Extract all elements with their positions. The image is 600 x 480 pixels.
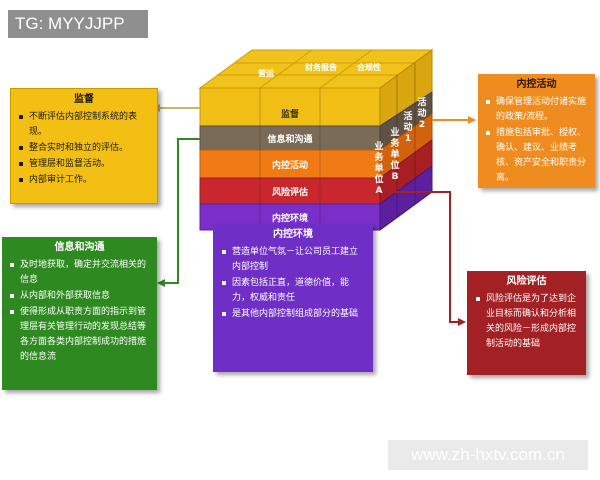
layer-info-communication: 信息和沟通 bbox=[267, 135, 313, 145]
top-label-operations: 营运 bbox=[258, 69, 274, 78]
info-item: 从内部和外部获取信息 bbox=[8, 289, 151, 304]
source-tag: TG: MYYJJPP bbox=[8, 10, 148, 38]
side-label-business-unit-a: 业务单位A bbox=[374, 142, 384, 196]
environment-item: 是其他内部控制组成部分的基础 bbox=[220, 307, 366, 322]
environment-title: 内控环境 bbox=[273, 229, 313, 240]
side-label-activity-2: 活动2 bbox=[417, 98, 427, 130]
supervision-title: 监督 bbox=[74, 94, 94, 105]
control-environment-callout: 内控环境 营造单位气氛－让公司员工建立内部控制 因素包括正直，道德价值，能力，权… bbox=[213, 224, 373, 372]
supervision-item: 管理层和监督活动。 bbox=[17, 157, 151, 172]
activity-item: 确保管理活动付诸实施的政策/流程。 bbox=[484, 95, 589, 125]
info-title: 信息和沟通 bbox=[54, 242, 105, 253]
risk-title: 风险评估 bbox=[506, 276, 547, 287]
layer-control-environment: 内控环境 bbox=[271, 214, 308, 224]
info-item: 使得形成从职责方面的指示到管理层有关管理行动的发现总结等各方面各类内部控制成功的… bbox=[8, 305, 151, 365]
activity-title: 内控活动 bbox=[516, 79, 557, 90]
supervision-item: 不断评估内部控制系统的表现。 bbox=[17, 110, 151, 140]
activity-item: 措施包括审批、授权、确认、建议、业绩考核、资产安全和职责分离。 bbox=[484, 126, 589, 186]
watermark: www.zh-hxtv.com.cn bbox=[388, 440, 588, 470]
layer-supervision: 监督 bbox=[280, 110, 299, 120]
control-activities-callout: 内控活动 确保管理活动付诸实施的政策/流程。 措施包括审批、授权、确认、建议、业… bbox=[478, 74, 595, 188]
risk-assessment-callout: 风险评估 风险评估是为了达到企业目标而确认和分析相关的风险－形成内部控制活动的基… bbox=[467, 271, 586, 375]
supervision-callout: 监督 不断评估内部控制系统的表现。 整合实时和独立的评估。 管理层和监督活动。 … bbox=[10, 88, 158, 204]
info-communication-callout: 信息和沟通 及时地获取，确定并交流相关的信息 从内部和外部获取信息 使得形成从职… bbox=[2, 237, 157, 390]
risk-item: 风险评估是为了达到企业目标而确认和分析相关的风险－形成内部控制活动的基础 bbox=[474, 292, 579, 352]
info-item: 及时地获取，确定并交流相关的信息 bbox=[8, 258, 151, 288]
top-label-compliance: 合规性 bbox=[357, 63, 381, 72]
supervision-item: 内部审计工作。 bbox=[17, 173, 151, 188]
environment-item: 因素包括正直，道德价值，能力，权威和责任 bbox=[220, 276, 366, 306]
layer-risk-assessment: 风险评估 bbox=[271, 188, 308, 198]
side-label-activity-1: 活动1 bbox=[403, 112, 413, 144]
supervision-item: 整合实时和独立的评估。 bbox=[17, 141, 151, 156]
side-label-business-unit-b: 业务单位B bbox=[390, 128, 400, 182]
top-label-financial-reporting: 财务报告 bbox=[305, 63, 337, 72]
layer-control-activities: 内控活动 bbox=[271, 161, 308, 171]
environment-item: 营造单位气氛－让公司员工建立内部控制 bbox=[220, 245, 366, 275]
